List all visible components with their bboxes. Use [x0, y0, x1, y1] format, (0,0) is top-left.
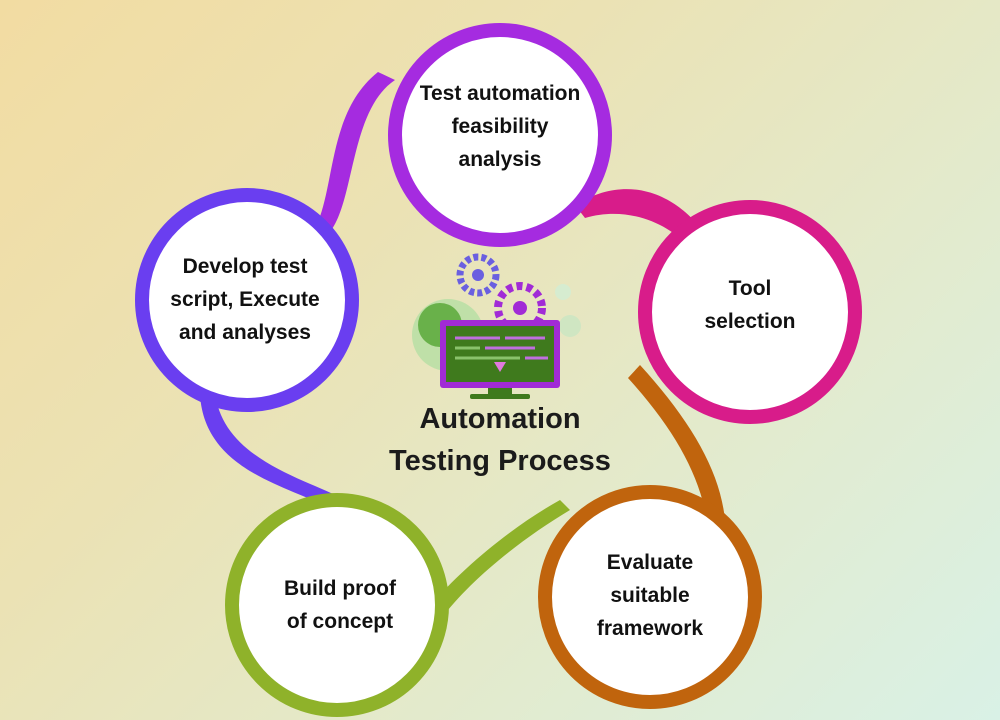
- center-title: Automation Testing Process: [389, 403, 611, 477]
- step-circle-feasibility: [388, 23, 612, 247]
- connector-magenta: [575, 189, 705, 248]
- gear-icon: [456, 253, 500, 297]
- step-circle-develop: [135, 188, 359, 412]
- step-circle-framework: [538, 485, 762, 709]
- connector-green: [428, 500, 570, 620]
- step-circle-proof-of-concept: [225, 493, 449, 717]
- connector-orange: [628, 365, 725, 525]
- computer-gears-icon: [412, 253, 581, 399]
- connector-purple: [318, 72, 395, 232]
- step-circle-tool-selection: [638, 200, 862, 424]
